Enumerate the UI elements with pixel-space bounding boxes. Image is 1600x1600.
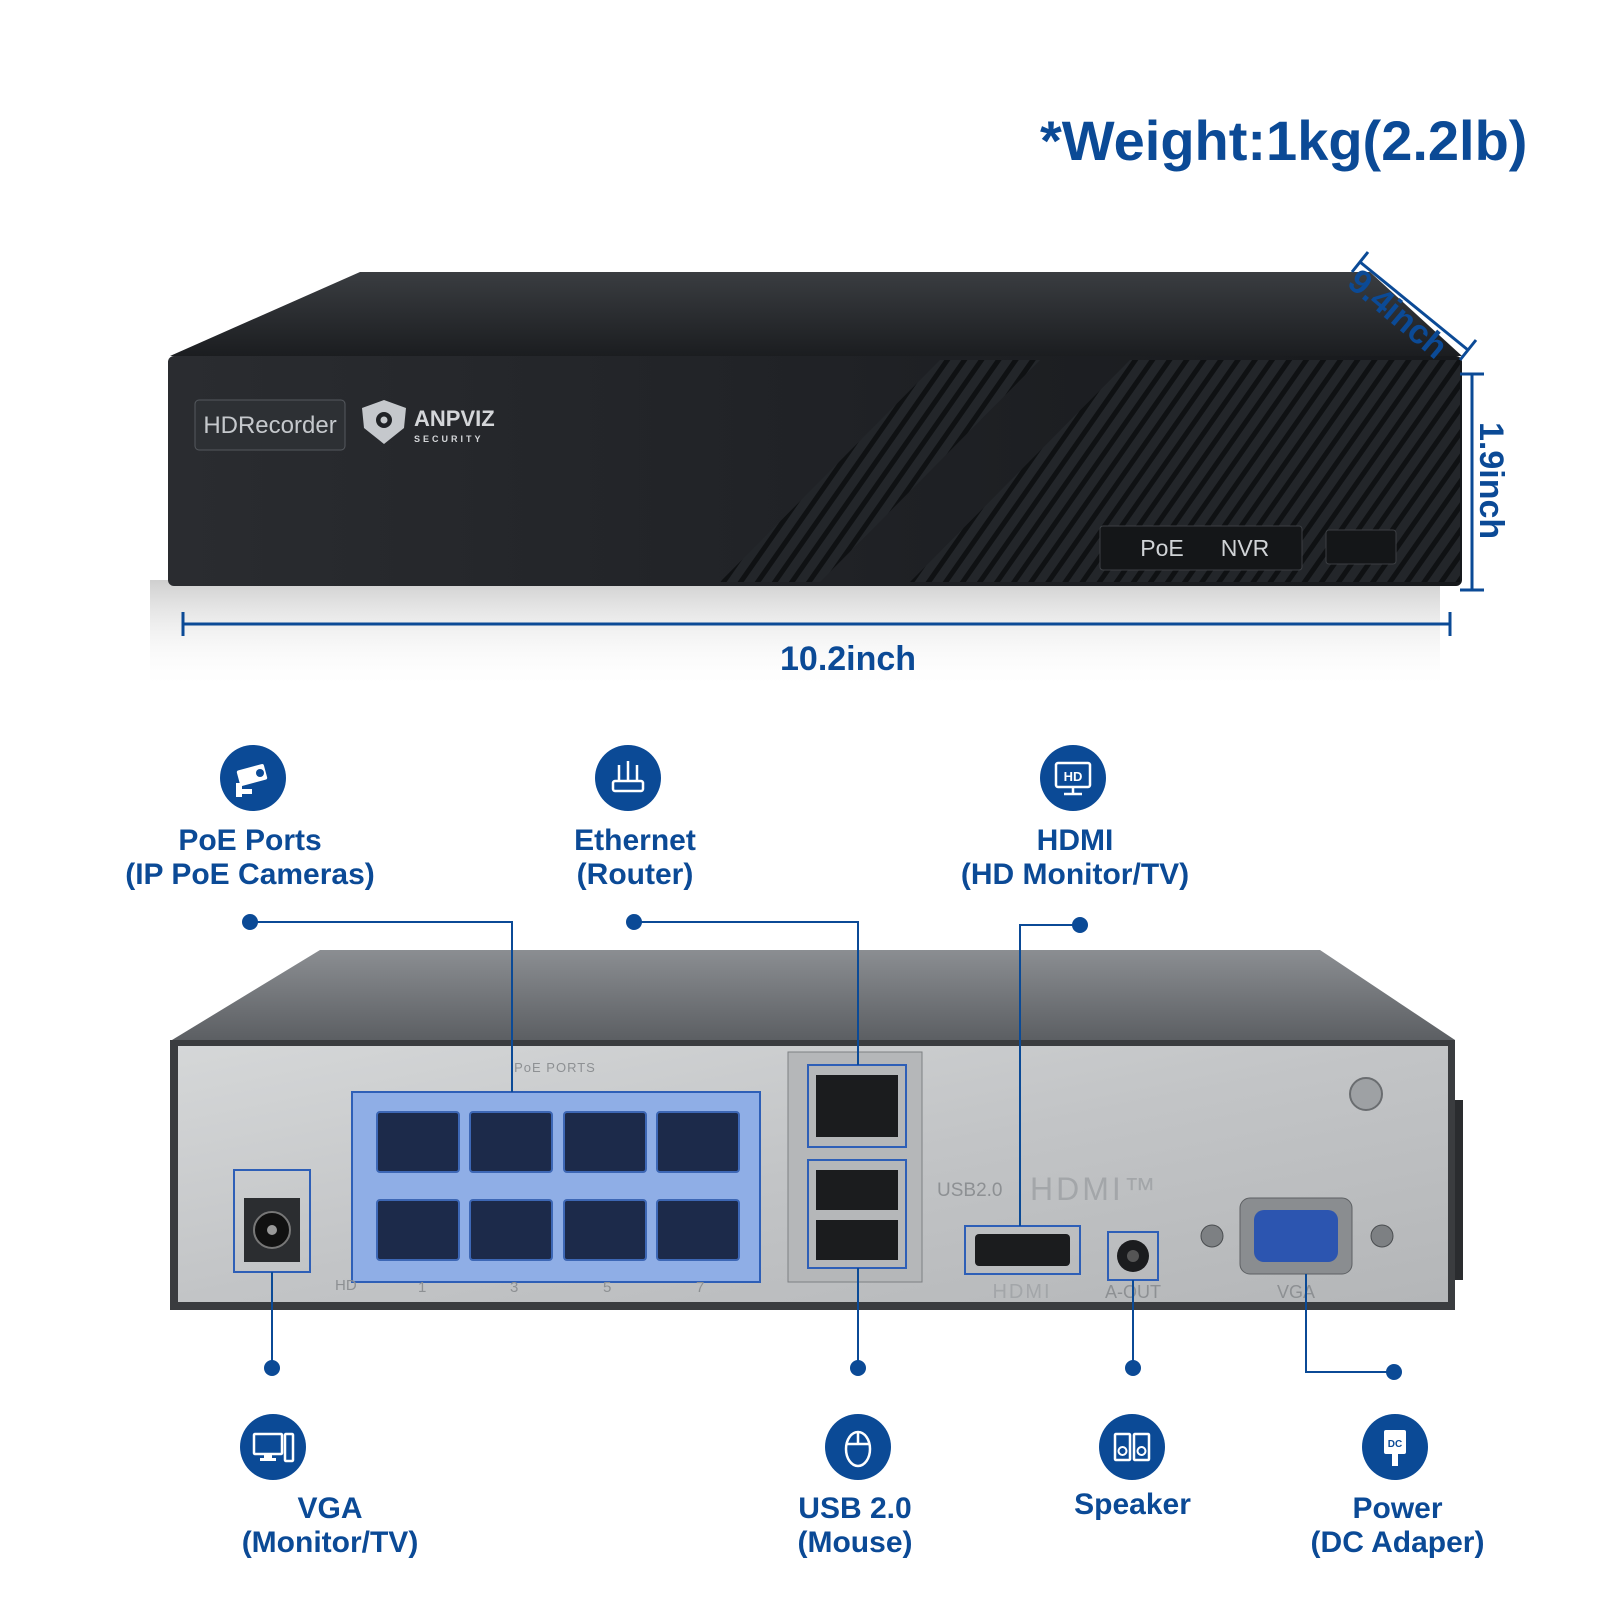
hdmi-callout-subtitle: (HD Monitor/TV) (960, 858, 1190, 891)
usb-port (816, 1170, 898, 1210)
hd-monitor-icon: HD (1040, 745, 1106, 811)
port-number-7: 7 (696, 1279, 704, 1296)
vga-screw (1200, 1224, 1224, 1248)
port-number-1: 1 (418, 1279, 426, 1296)
poe-callout-label: PoE Ports (IP PoE Cameras) (100, 824, 400, 892)
usb-callout-title: USB 2.0 (798, 1492, 912, 1525)
power-callout-subtitle: (DC Adaper) (1310, 1526, 1485, 1559)
front-stripes-right (910, 360, 1460, 582)
poe-port (656, 1111, 740, 1173)
width-label: 10.2inch (780, 640, 917, 678)
callout-lines (250, 921, 1394, 1373)
width-dimension-line (181, 612, 1452, 636)
vga-callout-label: VGA (Monitor/TV) (180, 1492, 480, 1560)
hd-recorder-badge (194, 399, 346, 451)
poe-port (563, 1111, 647, 1173)
nvr-label: NVR (1221, 535, 1270, 561)
vga-callout-title: VGA (297, 1492, 363, 1525)
poe-port (376, 1199, 460, 1261)
poe-port (376, 1111, 460, 1173)
poe-callout-line (250, 921, 513, 1092)
front-view: HDRecorder ANPVIZ SECURITY PoE NVR (150, 251, 1484, 690)
dc-icon-text: DC (1388, 1439, 1402, 1450)
hdmi-callout-label: HDMI (HD Monitor/TV) (920, 824, 1230, 892)
hd-indicator-label: HD (335, 1277, 357, 1294)
usb-port (816, 1220, 898, 1260)
router-icon (595, 745, 661, 811)
ethernet-callout-line (634, 921, 859, 1065)
power-callout-title: Power (1352, 1492, 1443, 1525)
port-number-5: 5 (603, 1279, 611, 1296)
mouse-icon (825, 1414, 891, 1480)
brand-logo (362, 400, 406, 444)
rear-side-edge (1455, 1100, 1463, 1280)
dc-plug-icon: DC (1362, 1414, 1428, 1480)
poe-port (656, 1199, 740, 1261)
vga-callout-subtitle: (Monitor/TV) (241, 1526, 419, 1559)
front-stripes (720, 360, 1040, 582)
hdmi-callout-title: HDMI (1036, 824, 1114, 857)
hdmi-port (975, 1234, 1070, 1266)
height-dimension-line (1460, 372, 1484, 592)
depth-dimension-line (1350, 251, 1478, 361)
vga-port (1254, 1210, 1338, 1262)
usb-text: USB2.0 (937, 1180, 1002, 1201)
vga-screw (1370, 1224, 1394, 1248)
poe-ports-header: PoE PORTS (514, 1060, 596, 1075)
usb-callout-label: USB 2.0 (Mouse) (720, 1492, 990, 1560)
hdmi-under-text: HDMI (992, 1281, 1051, 1303)
poe-port (563, 1199, 647, 1261)
port-number-3: 3 (510, 1279, 518, 1296)
rear-top-face (172, 950, 1455, 1040)
power-callout-line (1305, 1274, 1394, 1373)
vga-panel-label: VGA (1277, 1282, 1315, 1302)
front-status-panel (1325, 529, 1397, 565)
ethernet-port (816, 1075, 898, 1137)
poe-port (469, 1199, 553, 1261)
power-callout-label: Power (DC Adaper) (1270, 1492, 1525, 1560)
poe-port (469, 1111, 553, 1173)
hdmi-callout-line (1019, 924, 1080, 1226)
callout-dots (242, 914, 1402, 1380)
hd-recorder-text: HDRecorder (203, 412, 336, 439)
poe-port-grid (376, 1111, 740, 1261)
usb-callout-subtitle: (Mouse) (797, 1526, 913, 1559)
brand-subtitle: SECURITY (414, 434, 484, 444)
hd-icon-text: HD (1064, 769, 1083, 784)
speaker-icon (1099, 1414, 1165, 1480)
device-shadow (150, 580, 1440, 690)
ethernet-callout-label: Ethernet (Router) (500, 824, 770, 892)
poe-label: PoE (1140, 535, 1183, 561)
ethernet-callout-title: Ethernet (574, 824, 696, 857)
speaker-callout-label: Speaker (1000, 1488, 1265, 1522)
hdmi-highlight (964, 1225, 1081, 1275)
ethernet-callout-subtitle: (Router) (576, 858, 694, 891)
device-top-face (170, 272, 1462, 356)
weight-title: *Weight:1kg(2.2lb) (1040, 109, 1528, 172)
hdmi-logo-text: HDMI™ (1030, 1171, 1159, 1207)
poe-callout-title: PoE Ports (178, 824, 322, 857)
poe-nvr-panel (1099, 525, 1303, 571)
poe-callout-subtitle: (IP PoE Cameras) (125, 858, 375, 891)
ground-screw (1349, 1077, 1383, 1111)
computer-icon (240, 1414, 306, 1480)
camera-icon (220, 745, 286, 811)
brand-name: ANPVIZ (414, 406, 495, 431)
speaker-callout-title: Speaker (1074, 1488, 1191, 1521)
